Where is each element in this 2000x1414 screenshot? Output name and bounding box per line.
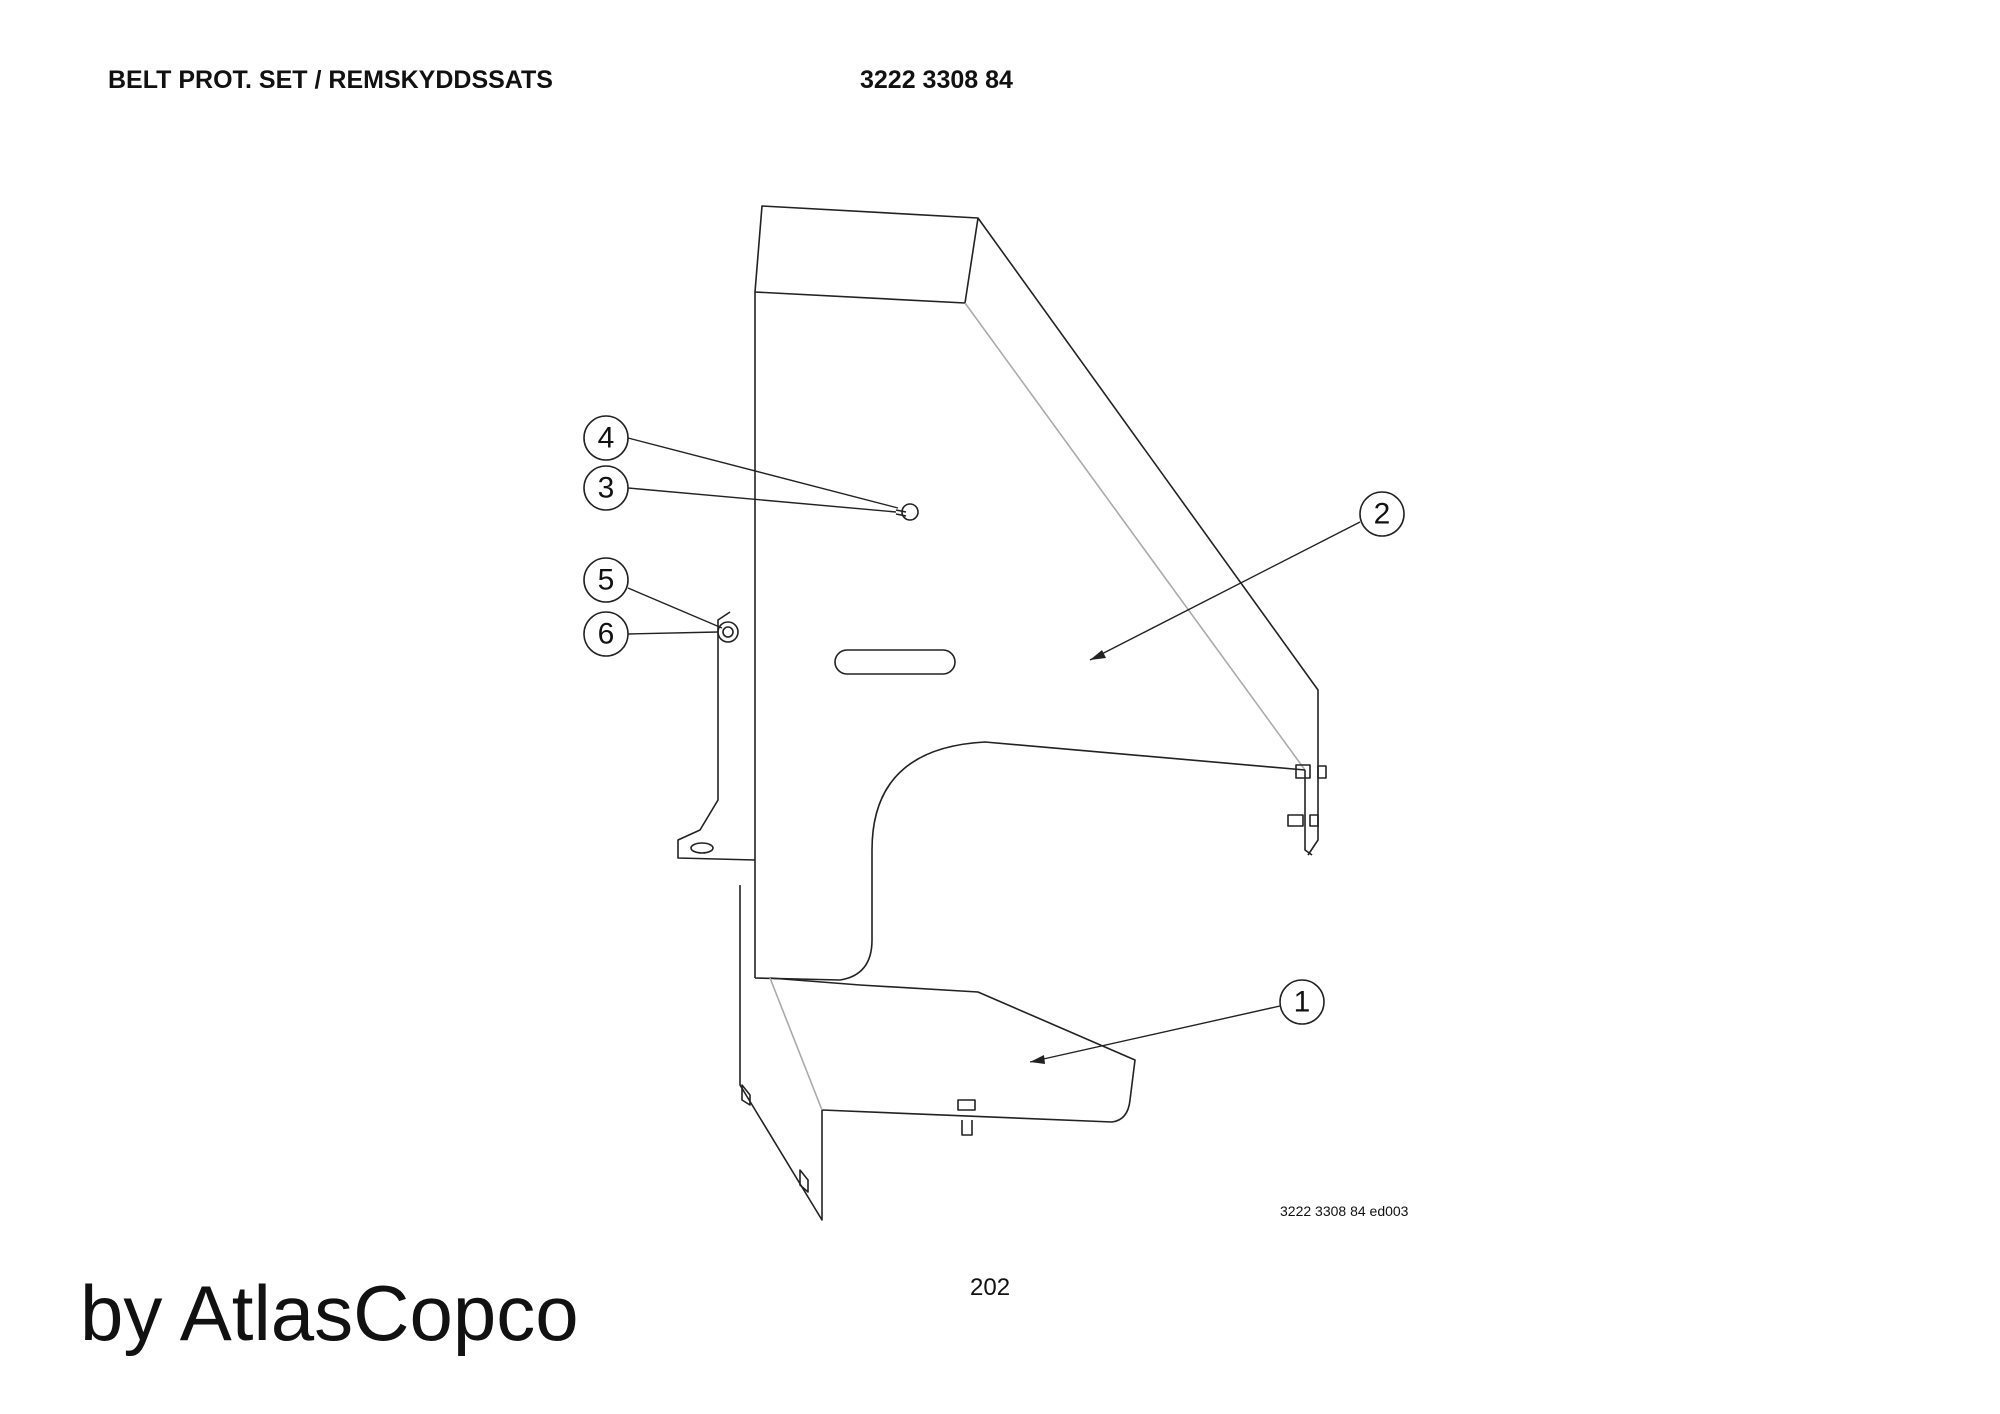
bolt-6-head [717, 621, 739, 643]
right-mount-tab [1304, 770, 1313, 856]
leader-3 [627, 487, 897, 513]
guard-slot [834, 649, 956, 675]
leader-5 [627, 587, 723, 629]
callout-circle [583, 415, 629, 461]
callout-number: 6 [598, 618, 615, 651]
watermark: by AtlasCopco [80, 1269, 579, 1357]
right-tab-bolts [1287, 764, 1327, 827]
arrowhead-1 [1030, 1055, 1045, 1064]
lower-guard-bolt [957, 1099, 976, 1136]
guard-outline [677, 205, 1327, 1221]
callout-circle [1279, 979, 1325, 1025]
upper-guard-right-edge [977, 217, 1319, 856]
callout-2: 2 [1359, 491, 1405, 537]
part-number: 3222 3308 84 [860, 66, 1013, 94]
bracket-slot [690, 842, 714, 854]
callout-5: 5 [583, 557, 629, 603]
upper-guard-inner-edge [964, 302, 1306, 771]
lower-guard-nuts [741, 1084, 809, 1193]
callout-number: 1 [1294, 986, 1311, 1019]
callout-number: 3 [598, 472, 615, 505]
document-title: BELT PROT. SET / REMSKYDDSSATS [108, 66, 553, 94]
leader-6 [627, 631, 719, 635]
page-number: 202 [970, 1274, 1011, 1301]
washer-5 [722, 626, 734, 638]
callout-6: 6 [583, 611, 629, 657]
callout-4: 4 [583, 415, 629, 461]
callout-3: 3 [583, 465, 629, 511]
callout-circle [583, 611, 629, 657]
callout-number: 2 [1374, 498, 1391, 531]
callout-number: 5 [598, 564, 615, 597]
callout-number: 4 [598, 422, 615, 455]
drawing-code: 3222 3308 84 ed003 [1280, 1203, 1409, 1219]
arrowhead-2 [1090, 650, 1106, 660]
arrowheads [1030, 650, 1106, 1064]
callout-circle [583, 465, 629, 511]
callout-1: 1 [1279, 979, 1325, 1025]
lower-guard-fold [769, 977, 823, 1111]
leader-lines [627, 437, 1361, 1063]
washer-4 [895, 509, 907, 517]
leader-2 [1089, 521, 1361, 661]
callout-circle [1359, 491, 1405, 537]
callout-circle [583, 557, 629, 603]
upper-guard-top-face [754, 205, 979, 304]
upper-guard-cutout [754, 741, 1306, 981]
left-bracket [677, 611, 756, 861]
leader-4 [627, 437, 899, 509]
leader-1 [1029, 1005, 1281, 1063]
